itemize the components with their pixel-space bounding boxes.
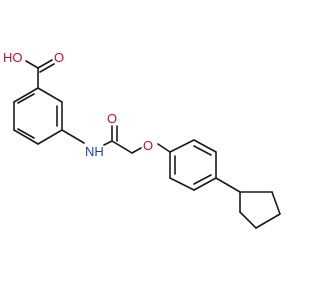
bond bbox=[169, 177, 195, 191]
bond bbox=[39, 63, 55, 73]
benzoic-ring bbox=[13, 87, 63, 145]
bond bbox=[193, 177, 217, 191]
bond bbox=[17, 93, 35, 104]
carboxyl-group bbox=[25, 59, 55, 89]
bond bbox=[157, 143, 171, 153]
bond bbox=[13, 87, 39, 103]
bond bbox=[131, 147, 142, 154]
bond bbox=[193, 139, 217, 153]
bond bbox=[271, 191, 281, 215]
atom-label-nh: NH bbox=[85, 144, 104, 159]
atom-label-acid-oxygen: O bbox=[54, 50, 64, 65]
bond bbox=[193, 174, 212, 185]
atom-label-amide-oxygen: O bbox=[107, 111, 117, 126]
bond bbox=[215, 177, 241, 193]
atom-label-ho: HO bbox=[3, 50, 23, 65]
amide-linker bbox=[61, 125, 142, 154]
bond bbox=[61, 129, 85, 144]
bond bbox=[103, 140, 113, 146]
bond bbox=[17, 128, 35, 139]
bond bbox=[25, 60, 39, 69]
bond bbox=[37, 129, 63, 145]
bond bbox=[37, 87, 63, 103]
bond bbox=[13, 129, 39, 145]
bond bbox=[193, 145, 212, 156]
phenoxy-ring bbox=[157, 139, 217, 191]
atom-label-ether-oxygen: O bbox=[143, 138, 153, 153]
bond bbox=[169, 139, 195, 153]
bond bbox=[255, 213, 281, 229]
cyclopentyl-ring bbox=[215, 177, 281, 229]
molecule-canvas: HO O NH O O bbox=[3, 50, 281, 229]
bond bbox=[37, 59, 53, 69]
bond bbox=[111, 140, 133, 154]
structure-diagram: HO O NH O O bbox=[3, 50, 281, 229]
bond bbox=[239, 211, 257, 229]
